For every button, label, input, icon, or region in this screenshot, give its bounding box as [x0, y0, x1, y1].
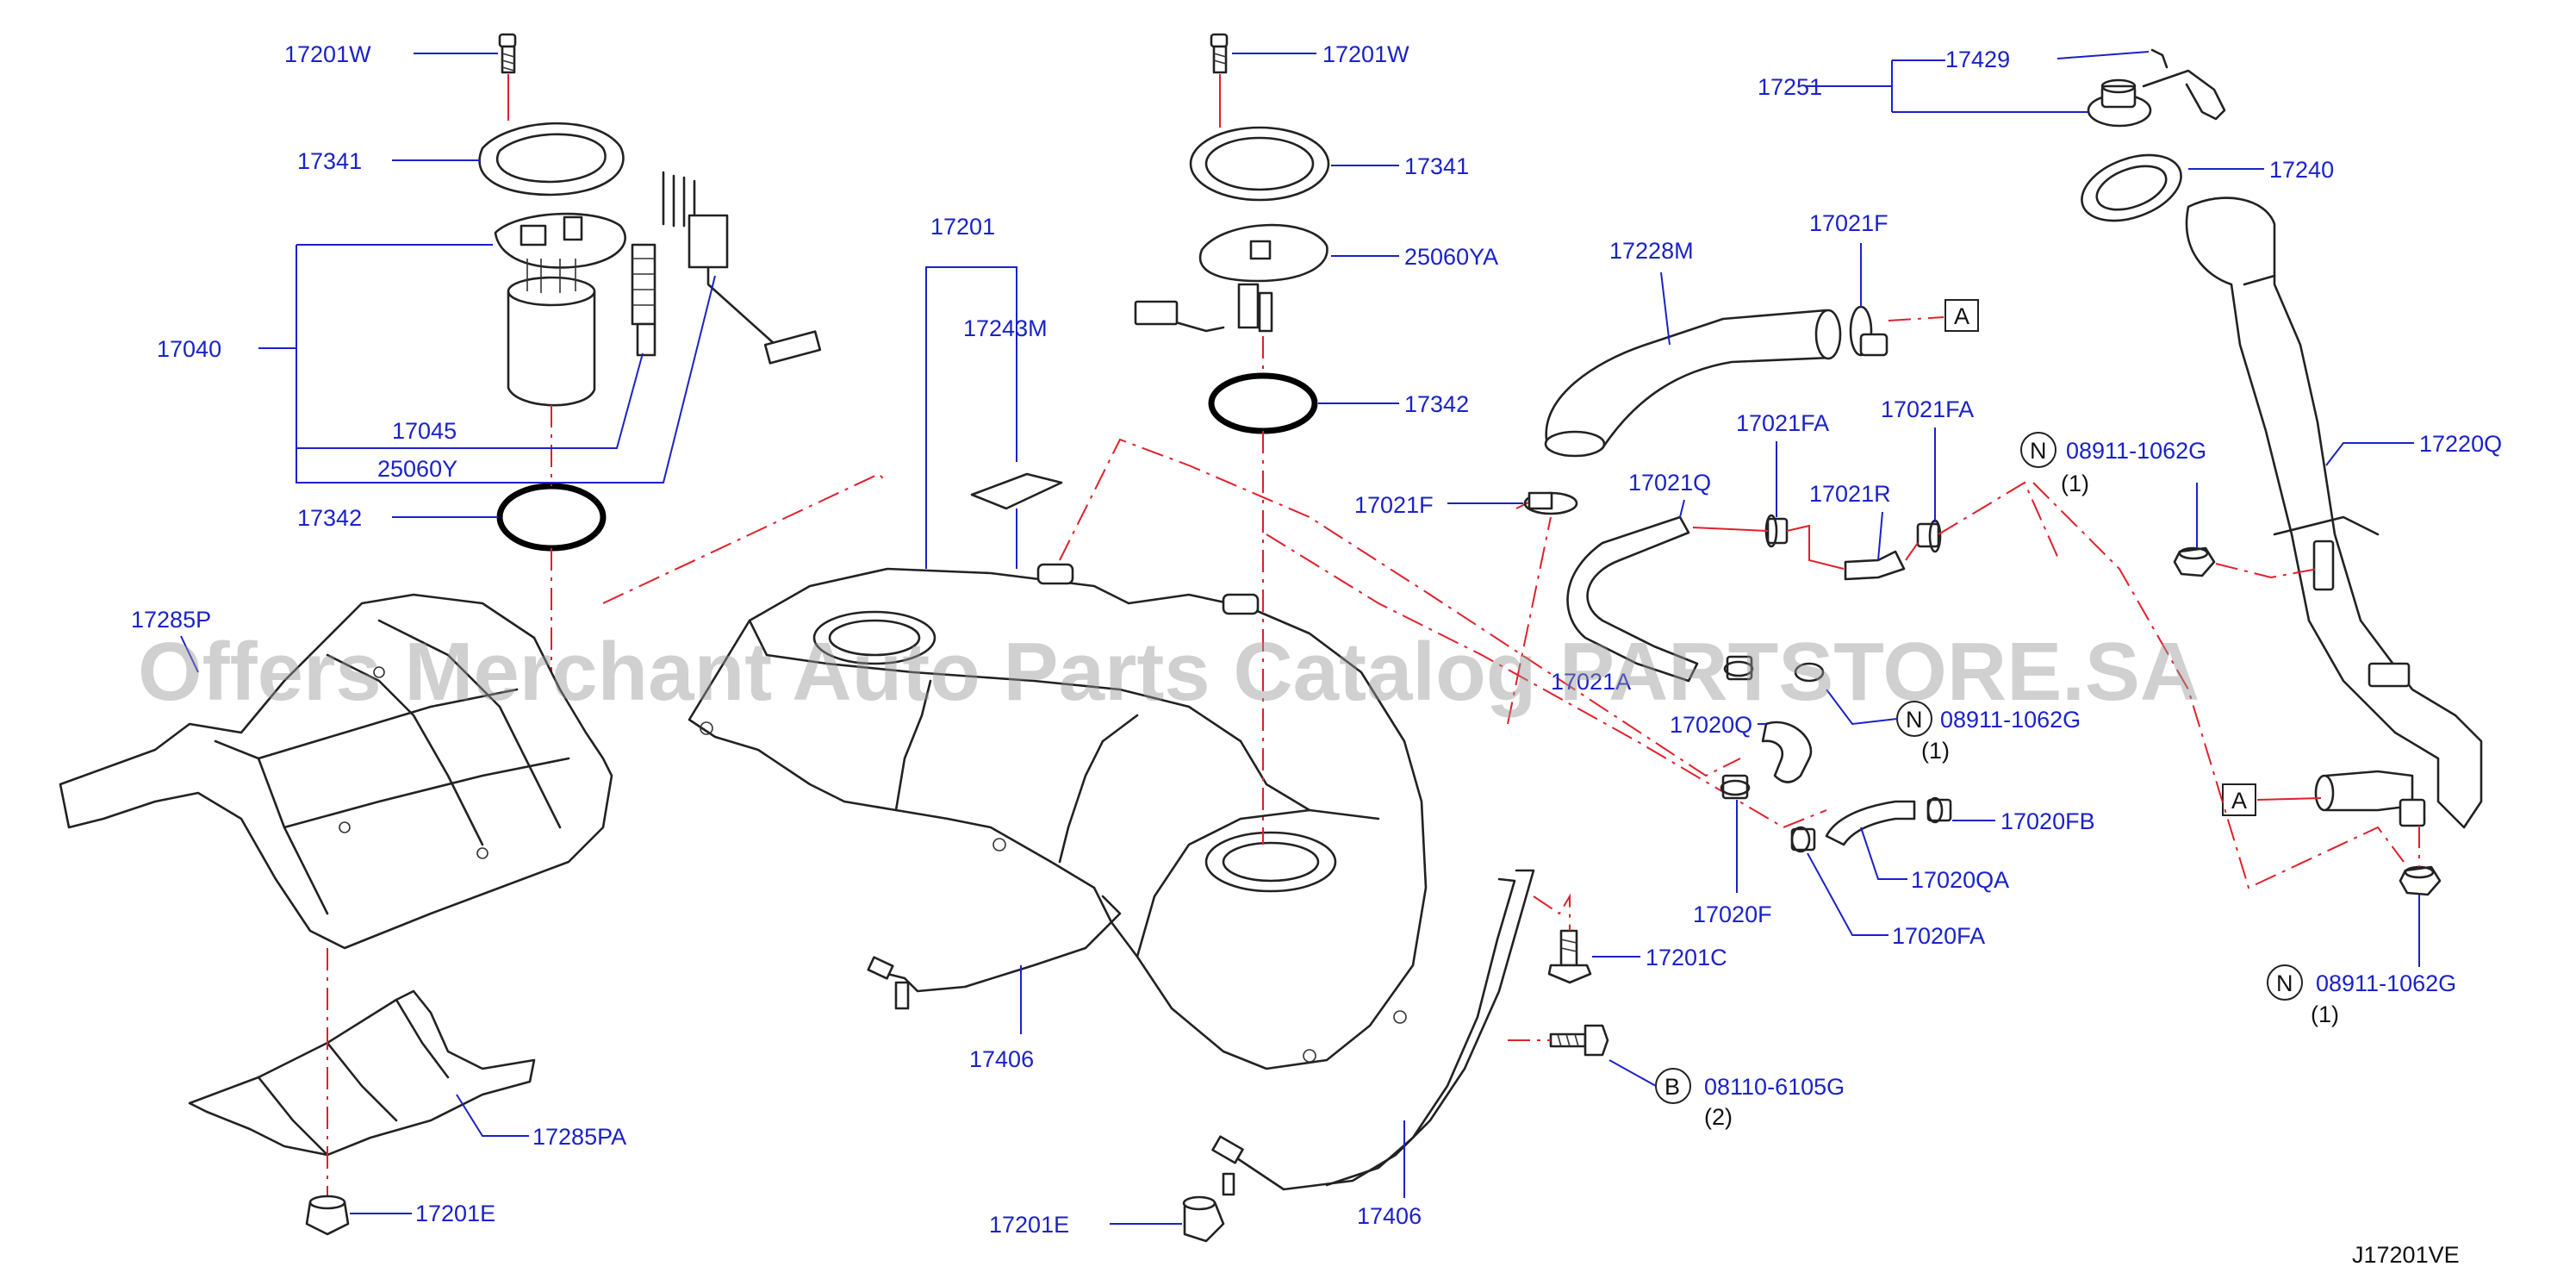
label-17341-left[interactable]: 17341: [297, 148, 362, 174]
nut-08911-1062G-top[interactable]: [2173, 546, 2216, 577]
vent-hose-17021Q[interactable]: [1566, 515, 1699, 683]
label-17021R[interactable]: 17021R: [1809, 481, 1891, 507]
label-17021FA-a[interactable]: 17021FA: [1736, 410, 1829, 436]
marker-N-bottom: N: [2267, 964, 2303, 1001]
label-17040[interactable]: 17040: [157, 336, 221, 362]
label-17021A-partial[interactable]: 17021A: [1551, 669, 1631, 695]
clamp-17021FA-b[interactable]: [1916, 519, 1942, 553]
bolt-17201C[interactable]: [1547, 929, 1592, 984]
clamp-17021FA-a[interactable]: [1764, 514, 1789, 548]
mid-o-ring-17342[interactable]: [1208, 372, 1318, 434]
svg-text:B: B: [1664, 1074, 1680, 1100]
label-17285PA[interactable]: 17285PA: [532, 1124, 626, 1150]
filler-seal-17240[interactable]: [2073, 143, 2190, 234]
sender-unit-25060YA[interactable]: [1134, 223, 1328, 333]
label-17020FB[interactable]: 17020FB: [2000, 808, 2095, 834]
clamp-17021F-top[interactable]: [1849, 305, 1888, 357]
mid-lock-plate-17341[interactable]: [1189, 126, 1330, 202]
diagram-code: J17201VE: [2352, 1242, 2460, 1268]
label-17201[interactable]: 17201: [930, 214, 995, 240]
label-17021Q[interactable]: 17021Q: [1628, 470, 1711, 496]
clamp-17020FB[interactable]: [1926, 796, 1952, 824]
label-17020F[interactable]: 17020F: [1693, 902, 1772, 927]
label-17406-bottom[interactable]: 17406: [1357, 1203, 1422, 1229]
marker-B: B: [1655, 1068, 1691, 1104]
leader-shield-to-tank: [602, 472, 888, 604]
bolt-08110-6105G[interactable]: [1549, 1024, 1609, 1057]
label-17406-left[interactable]: 17406: [969, 1046, 1034, 1072]
left-o-ring-17342[interactable]: [496, 483, 607, 552]
clamp-17020F-upper[interactable]: [1723, 655, 1754, 681]
label-25060Y[interactable]: 25060Y: [377, 456, 457, 482]
label-17021F-mid[interactable]: 17021F: [1354, 492, 1434, 518]
vent-hose-17020QA[interactable]: [1825, 800, 1916, 846]
nut-17201E-left[interactable]: [305, 1195, 350, 1236]
label-17020Q[interactable]: 17020Q: [1670, 712, 1752, 738]
label-17021FA-b[interactable]: 17021FA: [1881, 396, 1974, 422]
leader-tank-to-vent-upper: [1059, 438, 1741, 777]
tank-strap-17406-left[interactable]: [867, 895, 1122, 1010]
filler-cap-17251[interactable]: [2087, 78, 2152, 128]
svg-text:A: A: [2231, 788, 2247, 814]
clamp-08911-mid-area[interactable]: [1794, 662, 1825, 683]
label-08911-1062G-bottom[interactable]: 08911-1062G: [2316, 970, 2456, 996]
mid-bolt-17201W[interactable]: [1210, 33, 1229, 74]
nut-08911-1062G-bottom[interactable]: [2399, 865, 2442, 896]
label-17201E-bottom[interactable]: 17201E: [989, 1212, 1069, 1238]
label-17020FA[interactable]: 17020FA: [1892, 923, 1985, 949]
svg-text:N: N: [2276, 970, 2293, 996]
label-17220Q[interactable]: 17220Q: [2419, 431, 2502, 457]
marker-A-lower: A: [2222, 783, 2256, 816]
label-pad-17243M[interactable]: [970, 472, 1063, 510]
label-08911-1062G-mid[interactable]: 08911-1062G: [1940, 707, 2081, 733]
label-08110-6105G[interactable]: 08110-6105G: [1704, 1074, 1845, 1100]
vent-hose-17020Q[interactable]: [1761, 721, 1813, 783]
vent-hose-17021R[interactable]: [1844, 550, 1906, 581]
svg-text:A: A: [1954, 303, 1969, 329]
label-08911-1062G-top[interactable]: 08911-1062G: [2066, 438, 2206, 464]
qty-08110: (2): [1704, 1104, 1733, 1130]
left-bolt-17201W[interactable]: [498, 33, 517, 74]
left-lock-plate-17341[interactable]: [478, 122, 625, 197]
leader-tank-to-vent-lower: [1266, 533, 1827, 829]
heat-shield-17285P[interactable]: [59, 593, 613, 950]
watermark: Offers Merchant Auto Parts Catalog PARTS…: [138, 626, 2200, 718]
marker-A-upper: A: [1944, 299, 1979, 332]
heat-shield-17285PA[interactable]: [188, 989, 536, 1157]
marker-N-top: N: [2020, 432, 2056, 468]
cap-tether-17429[interactable]: [2142, 48, 2226, 121]
clamp-17020FA[interactable]: [1790, 826, 1816, 853]
left-pump-module-17040[interactable]: [494, 171, 822, 407]
qty-08911-bottom: (1): [2311, 1001, 2339, 1027]
label-17201C[interactable]: 17201C: [1646, 945, 1727, 970]
label-17243M[interactable]: 17243M: [963, 315, 1048, 341]
filler-neck-17220Q[interactable]: [2185, 197, 2483, 829]
svg-text:N: N: [2030, 438, 2047, 464]
label-17342-left[interactable]: 17342: [297, 505, 362, 531]
label-17045[interactable]: 17045: [392, 418, 457, 444]
label-17342-mid[interactable]: 17342: [1404, 391, 1469, 417]
clamp-17021F-mid[interactable]: [1523, 491, 1578, 515]
label-17021F-top[interactable]: 17021F: [1809, 210, 1888, 236]
label-17020QA[interactable]: 17020QA: [1911, 867, 2009, 893]
label-17201E-left[interactable]: 17201E: [415, 1201, 495, 1226]
label-17240[interactable]: 17240: [2269, 157, 2334, 183]
fuel-tank-17201[interactable]: [688, 563, 1428, 1070]
filler-hose-17228M[interactable]: [1544, 309, 1842, 458]
tank-strap-17406-bottom[interactable]: [1211, 869, 1535, 1196]
qty-08911-mid: (1): [1921, 738, 1950, 764]
marker-N-mid: N: [1896, 701, 1932, 737]
label-17429[interactable]: 17429: [1945, 47, 2010, 72]
svg-text:N: N: [1906, 707, 1923, 733]
label-17341-mid[interactable]: 17341: [1404, 153, 1469, 179]
label-25060YA[interactable]: 25060YA: [1404, 244, 1498, 270]
label-17228M[interactable]: 17228M: [1609, 238, 1694, 264]
nut-17201E-bottom[interactable]: [1182, 1195, 1225, 1243]
clamp-17020F-lower[interactable]: [1720, 774, 1751, 800]
label-17201W-mid[interactable]: 17201W: [1322, 41, 1409, 67]
label-17285P[interactable]: 17285P: [131, 607, 211, 633]
label-17201W-left[interactable]: 17201W: [284, 41, 371, 67]
qty-08911-top: (1): [2061, 471, 2089, 496]
